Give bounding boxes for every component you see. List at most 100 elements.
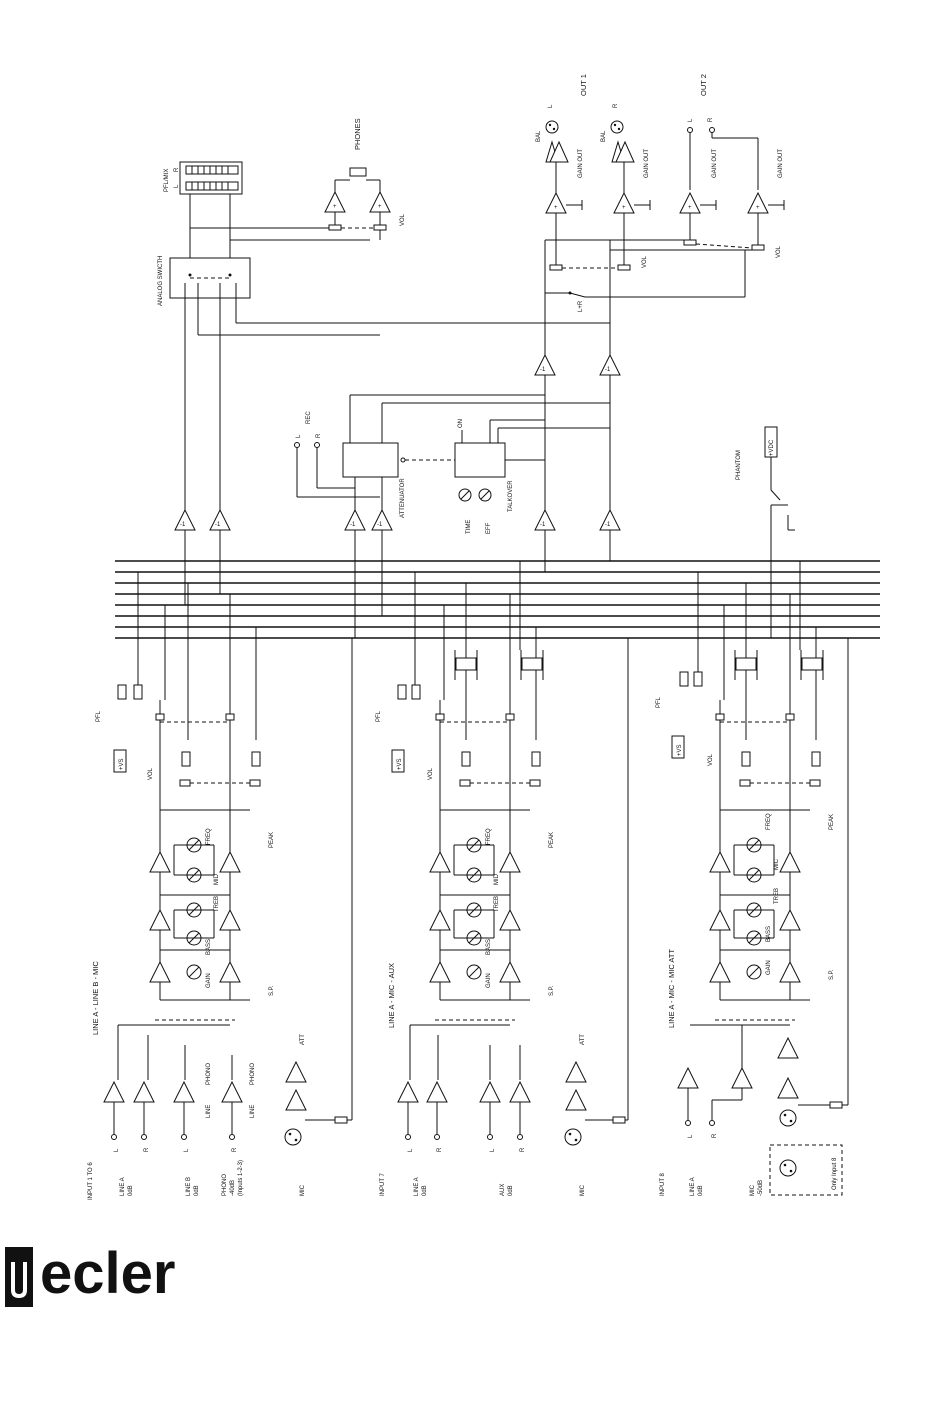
ch8-sp-label: S.P. [829,969,835,980]
svg-text:-1: -1 [377,522,383,528]
ch1-mic: MIC [300,1184,306,1196]
channel-7-strip: +VS PFL VOL PEAK FREQ MID TREB BASS GAIN… [376,561,629,1196]
ch1-phono-r-label: R [232,1147,238,1152]
ch7-aux-l-label: L [490,1148,496,1152]
ch1-phono-1: PHONO [222,1174,228,1196]
out2-r-label: R [708,117,714,122]
ch8-mic-label: MIC [774,858,780,870]
meter-r-label: R [174,167,180,172]
ch1-r-label: R [144,1147,150,1152]
out2-l-label: L [688,118,694,122]
ch1-mid-label: MID [214,873,220,885]
ch1-peak-label: PEAK [269,832,275,848]
svg-text:-1: -1 [540,367,546,373]
ch7-aux-1: AUX [500,1184,506,1196]
ch7-att-label: ATT [580,1034,586,1045]
ch1-phono-3: (Inputs 1-2-3) [238,1160,244,1196]
out1-title: OUT 1 [579,74,588,96]
attenuator-label: ATTENUATOR [400,478,406,518]
svg-text:+: + [554,205,558,211]
svg-text:-1: -1 [180,522,186,528]
ch7-pfl-label: PFL [376,710,382,722]
ch8-vs-label: +VS [677,744,683,756]
rec-r-label: R [316,433,322,438]
on-label: ON [458,419,464,428]
ch7-title: LINE A - MIC - AUX [387,963,396,1028]
ch1-phono-label-2: PHONO [250,1063,256,1085]
svg-text:+: + [622,205,626,211]
out1-vol-label: VOL [642,255,648,268]
ch7-freq-label: FREQ [486,828,492,845]
out1-l-label: L [548,104,554,108]
ch1-line-a-2: 0dB [128,1185,134,1196]
ch1-gain-label: GAIN [206,973,212,988]
ch8-treb-label: TREB [774,888,780,904]
analog-switch-label: ANALOG SWICTH [158,256,164,306]
out1-lr-label: L+R [578,300,584,312]
ch8-only-input-label: Only Input 8 [832,1157,838,1190]
ch7-l-label: L [408,1148,414,1152]
logo-wordmark: ecler [40,1241,175,1306]
ch1-bass-label: BASS [206,939,212,955]
ch7-line-a-2: 0dB [422,1185,428,1196]
ch7-peak-label: PEAK [549,832,555,848]
ch1-line-a-1: LINE A [120,1177,126,1196]
ch7-mid-label: MID [494,873,500,885]
svg-text:-1: -1 [605,367,611,373]
ch1-input-label: INPUT 1 TO 6 [88,1162,94,1200]
phantom-label: PHANTOM [736,450,742,480]
ch8-line-a-1: LINE A [690,1177,696,1196]
time-label: TIME [466,520,472,534]
ch7-aux-2: 0dB [508,1185,514,1196]
ch8-mic-2: -50dB [758,1180,764,1196]
ch1-line-label-1: LINE [206,1105,212,1118]
phones-vol-label: VOL [400,213,406,226]
ch1-lb-l-label: L [184,1148,190,1152]
ch1-line-b-2: 0dB [194,1185,200,1196]
channel-1-6-strip: +VS PFL VOL PEAK FREQ MID TREB BASS GAIN… [88,572,353,1200]
ch8-mic-1: MIC [750,1184,756,1196]
ch1-vol-label: VOL [148,767,154,780]
ch1-treb-label: TREB [214,896,220,912]
out1-gain-out-l: GAIN OUT [578,149,584,178]
ch8-line-a-2: 0dB [698,1185,704,1196]
out1-section: OUT 1 L BAL R BAL GAIN OUT GAIN OUT ++ V… [534,74,755,572]
out1-r-label: R [613,103,619,108]
vdc-label: +VDC [769,439,775,456]
ecler-logo: ecler [5,1241,175,1307]
phones-label: PHONES [353,118,362,150]
ch8-input-label: INPUT 8 [660,1172,666,1196]
ch8-peak-label: PEAK [829,814,835,830]
out1-bal-l-label: BAL [536,130,542,142]
ch1-l-label: L [114,1148,120,1152]
ch7-gain-label: GAIN [486,973,492,988]
ch7-aux-r-label: R [520,1147,526,1152]
out2-gain-out-r: GAIN OUT [778,149,784,178]
ch7-sp-label: S.P. [549,985,555,996]
ch7-vol-label: VOL [428,767,434,780]
out2-vol-label: VOL [776,245,782,258]
monitor-section: PFL/MIX R L ANALOG SWICTH PHONES ++ VOL [158,118,610,605]
ch1-sp-label: S.P. [269,985,275,996]
out2-title: OUT 2 [699,74,708,96]
rec-l-label: L [296,434,302,438]
master-bus [115,560,880,639]
svg-text:+: + [378,204,382,210]
ch7-r-label: R [437,1147,443,1152]
ch8-r-label: R [712,1133,718,1138]
out2-section: OUT 2 L R GAIN OUT GAIN OUT ++ VOL [679,74,785,297]
ch8-bass-label: BASS [766,926,772,942]
ch7-mic: MIC [580,1184,586,1196]
ch7-treb-label: TREB [494,896,500,912]
rec-label: REC [306,411,312,424]
svg-text:-1: -1 [540,522,546,528]
talkover-label: TALKOVER [508,480,514,512]
ch1-freq-label: FREQ [206,828,212,845]
ch1-line-b-1: LINE B [186,1177,192,1196]
eff-label: EFF [486,522,492,534]
ch7-vs-label: +VS [397,758,403,770]
ch8-gain-label: GAIN [766,960,772,975]
ch1-line-label-2: LINE [250,1105,256,1118]
svg-text:-1: -1 [215,522,221,528]
